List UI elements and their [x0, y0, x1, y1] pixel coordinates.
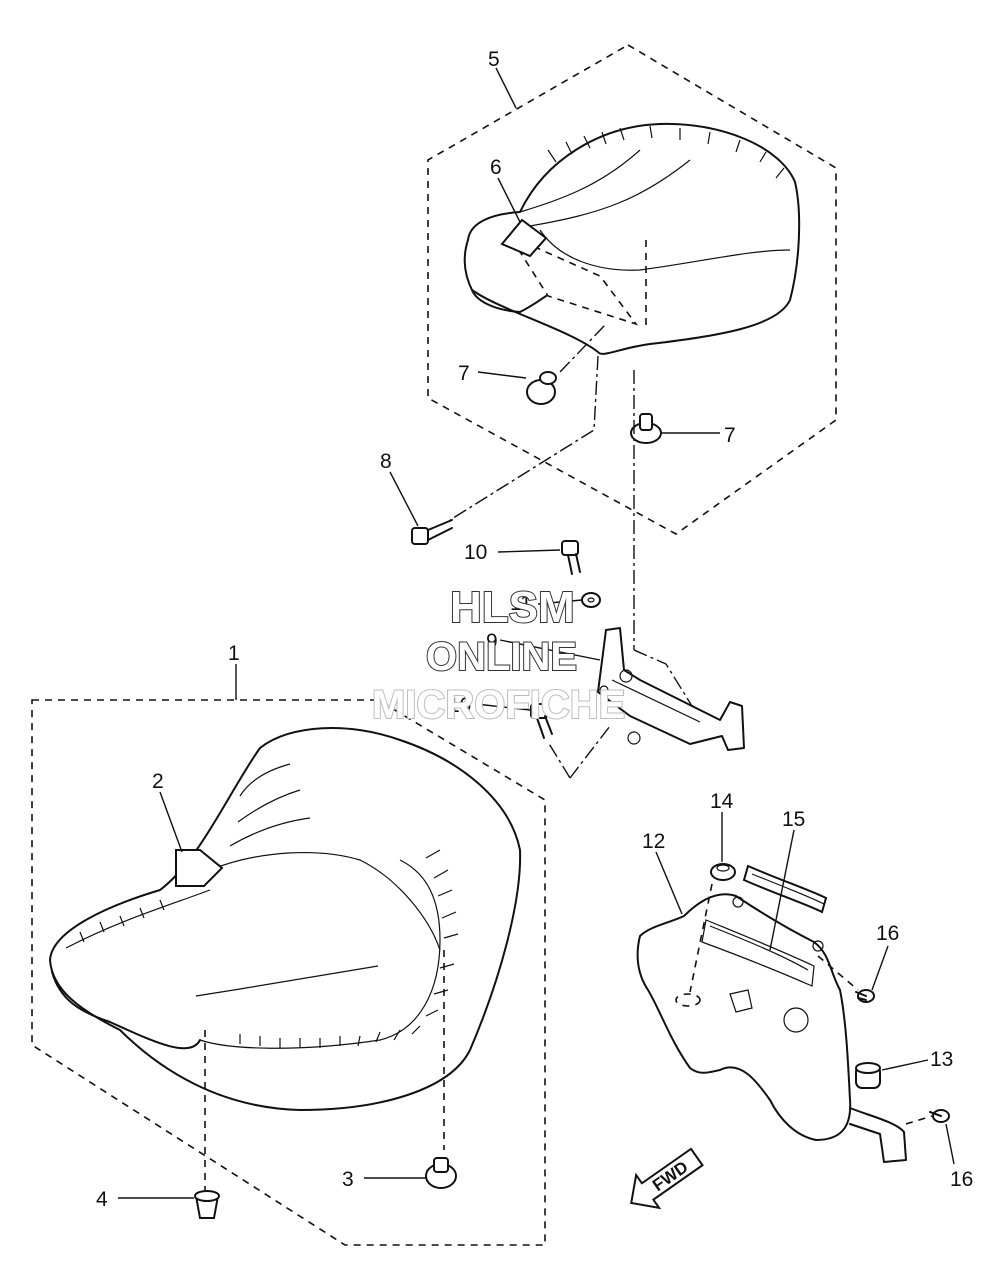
front-seat-damper[interactable] [425, 1157, 457, 1189]
rear-seat-group-box [427, 44, 837, 535]
watermark: HLSM ONLINE MICROFICHE [371, 582, 626, 728]
damper-link-line [559, 323, 607, 373]
watermark-line2: ONLINE [426, 635, 577, 679]
washer-11[interactable] [581, 592, 601, 608]
rear-seat-damper-left[interactable] [526, 371, 557, 405]
callout-14: 14 [710, 790, 734, 813]
callout-5: 5 [488, 48, 500, 71]
bracket-right-line [633, 649, 693, 707]
callout-7-right: 7 [724, 424, 736, 447]
front-seat[interactable] [49, 727, 522, 1190]
side-cover[interactable] [636, 883, 907, 1163]
leader-lines [118, 67, 955, 1199]
rear-seat-tab[interactable] [500, 218, 548, 258]
callout-12: 12 [642, 830, 665, 853]
rubber-strip-15[interactable] [742, 864, 828, 914]
front-seat-tab[interactable] [175, 849, 224, 887]
bracket-mount-line [547, 725, 611, 779]
bracket-bolt-10-upper[interactable] [561, 540, 581, 575]
callout-9: 9 [486, 630, 498, 653]
callout-16-upper: 16 [876, 922, 899, 945]
screw-16-upper[interactable] [855, 989, 875, 1003]
seat-bracket[interactable] [597, 627, 745, 751]
callout-4: 4 [96, 1188, 108, 1211]
grommet-13[interactable] [855, 1062, 881, 1089]
screw-16-lower-line [905, 1115, 933, 1125]
watermark-line3: MICROFICHE [372, 683, 625, 727]
seat-bolt-8[interactable] [411, 519, 453, 545]
rear-mount-line [449, 355, 599, 521]
rear-seat-damper-right[interactable] [630, 413, 662, 444]
callout-6: 6 [490, 156, 502, 179]
callout-13: 13 [930, 1048, 953, 1071]
callout-11: 11 [510, 592, 532, 615]
callout-10-upper: 10 [464, 541, 487, 564]
front-seat-nut[interactable] [194, 1190, 220, 1219]
screw-16-lower[interactable] [929, 1109, 950, 1123]
watermark-line1: HLSM [450, 583, 575, 632]
callout-8: 8 [380, 450, 392, 473]
callout-1: 1 [228, 642, 240, 665]
front-seat-group-box [31, 699, 546, 1246]
callout-7-left: 7 [458, 362, 470, 385]
rear-seat[interactable] [463, 122, 801, 355]
callout-2: 2 [152, 770, 164, 793]
callout-16-lower: 16 [950, 1168, 973, 1191]
callout-3: 3 [342, 1168, 354, 1191]
callout-15: 15 [782, 808, 805, 831]
bracket-bolt-10-lower[interactable] [530, 703, 553, 739]
fwd-arrow: FWD [630, 1147, 704, 1210]
grommet-14[interactable] [710, 863, 736, 881]
callout-10-lower: 10 [448, 694, 471, 717]
